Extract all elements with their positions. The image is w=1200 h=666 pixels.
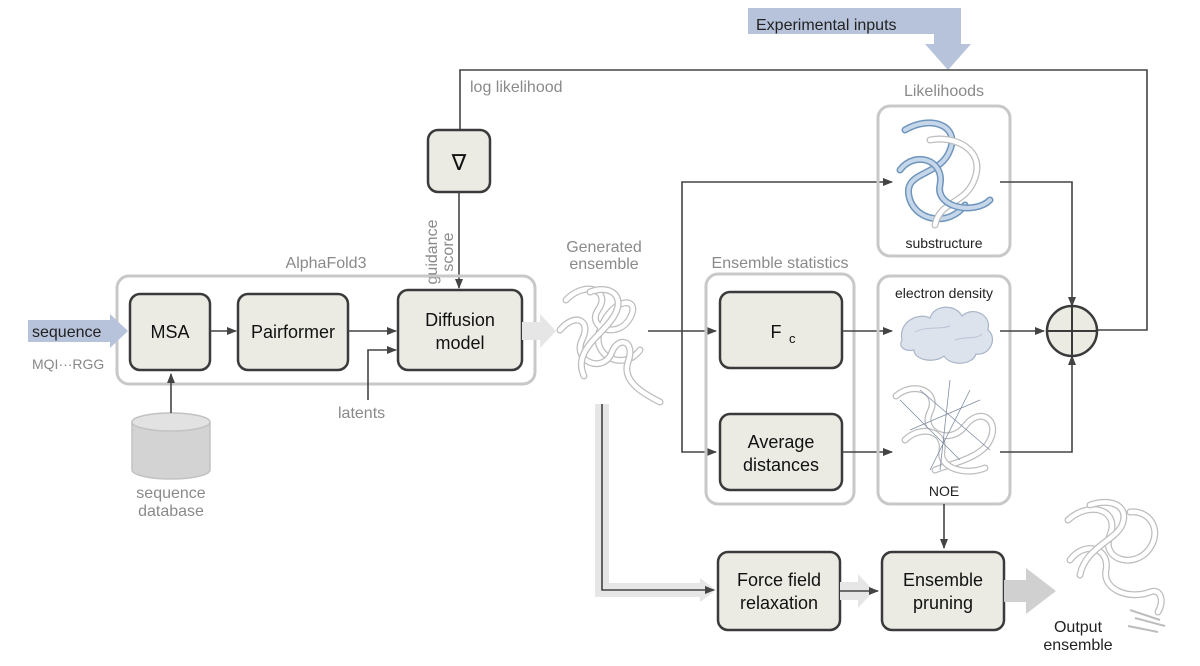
experimental-inputs-arrow	[748, 8, 971, 70]
substructure-label: substructure	[905, 235, 982, 251]
log-likelihood-line	[459, 69, 948, 130]
electron-density-label: electron density	[895, 285, 993, 301]
fc-subscript: c	[789, 331, 796, 346]
generated-to-substructure-arrow	[681, 178, 893, 331]
database-icon	[131, 412, 211, 480]
force-field-line1: Force field	[737, 570, 821, 590]
diffusion-label-line1: Diffusion	[425, 310, 495, 330]
force-field-box	[716, 550, 842, 632]
average-distances-box	[718, 412, 844, 492]
alphafold-group-title: AlphaFold3	[286, 255, 367, 272]
guidance-label-line2: score	[440, 232, 457, 271]
diffusion-label-line2: model	[435, 333, 484, 353]
generated-label-line1: Generated	[566, 239, 642, 256]
generated-ensemble-icon	[556, 285, 664, 406]
sequence-label: sequence	[32, 324, 101, 341]
noe-to-sum-arrow	[1000, 355, 1076, 453]
fc-label: F	[771, 322, 782, 342]
generated-to-forcefield-line	[601, 404, 715, 594]
diffusion-model-box	[396, 288, 524, 372]
output-label-line1: Output	[1054, 619, 1103, 636]
average-distances-line1: Average	[748, 432, 815, 452]
noe-label: NOE	[929, 483, 959, 499]
generated-label-line2: ensemble	[569, 256, 638, 273]
gradient-symbol: ∇	[451, 150, 467, 175]
electron-density-icon	[900, 306, 993, 364]
sequence-input-arrow	[28, 314, 128, 348]
generated-to-distances-arrow	[681, 331, 717, 456]
sum-node-icon	[1045, 304, 1099, 358]
pruning-output-arrow	[1004, 568, 1056, 614]
latents-arrow	[367, 346, 397, 400]
pairformer-label: Pairformer	[251, 322, 335, 342]
likelihoods-substructure-group	[876, 104, 1012, 258]
ensemble-statistics-group	[704, 272, 856, 506]
substructure-icon	[896, 119, 994, 229]
substructure-to-sum-arrow	[1000, 181, 1076, 307]
ensemble-statistics-title: Ensemble statistics	[712, 255, 849, 272]
database-label-line2: database	[138, 503, 204, 520]
likelihoods-title: Likelihoods	[904, 83, 984, 100]
diffusion-output-arrow	[522, 314, 556, 348]
guidance-label-line1: guidance	[424, 219, 441, 284]
pruning-line2: pruning	[913, 593, 973, 613]
latents-label: latents	[338, 405, 385, 422]
pairformer-box	[236, 292, 350, 372]
fc-box	[718, 290, 844, 370]
output-ensemble-icon	[1064, 498, 1166, 633]
average-distances-line2: distances	[743, 455, 819, 475]
generated-to-forcefield-path	[595, 404, 702, 597]
sequence-example: MQI···RGG	[32, 356, 104, 372]
ensemble-pruning-box	[880, 550, 1006, 632]
database-label-line1: sequence	[136, 485, 205, 502]
log-likelihood-label: log likelihood	[470, 79, 563, 96]
noe-structure-icon	[892, 379, 997, 475]
log-likelihood-return-line	[948, 69, 1148, 331]
msa-label: MSA	[150, 322, 189, 342]
experimental-inputs-label: Experimental inputs	[756, 17, 897, 34]
output-label-line2: ensemble	[1043, 637, 1112, 654]
msa-box	[128, 292, 212, 372]
force-field-line2: relaxation	[740, 593, 818, 613]
pruning-line1: Ensemble	[903, 570, 983, 590]
